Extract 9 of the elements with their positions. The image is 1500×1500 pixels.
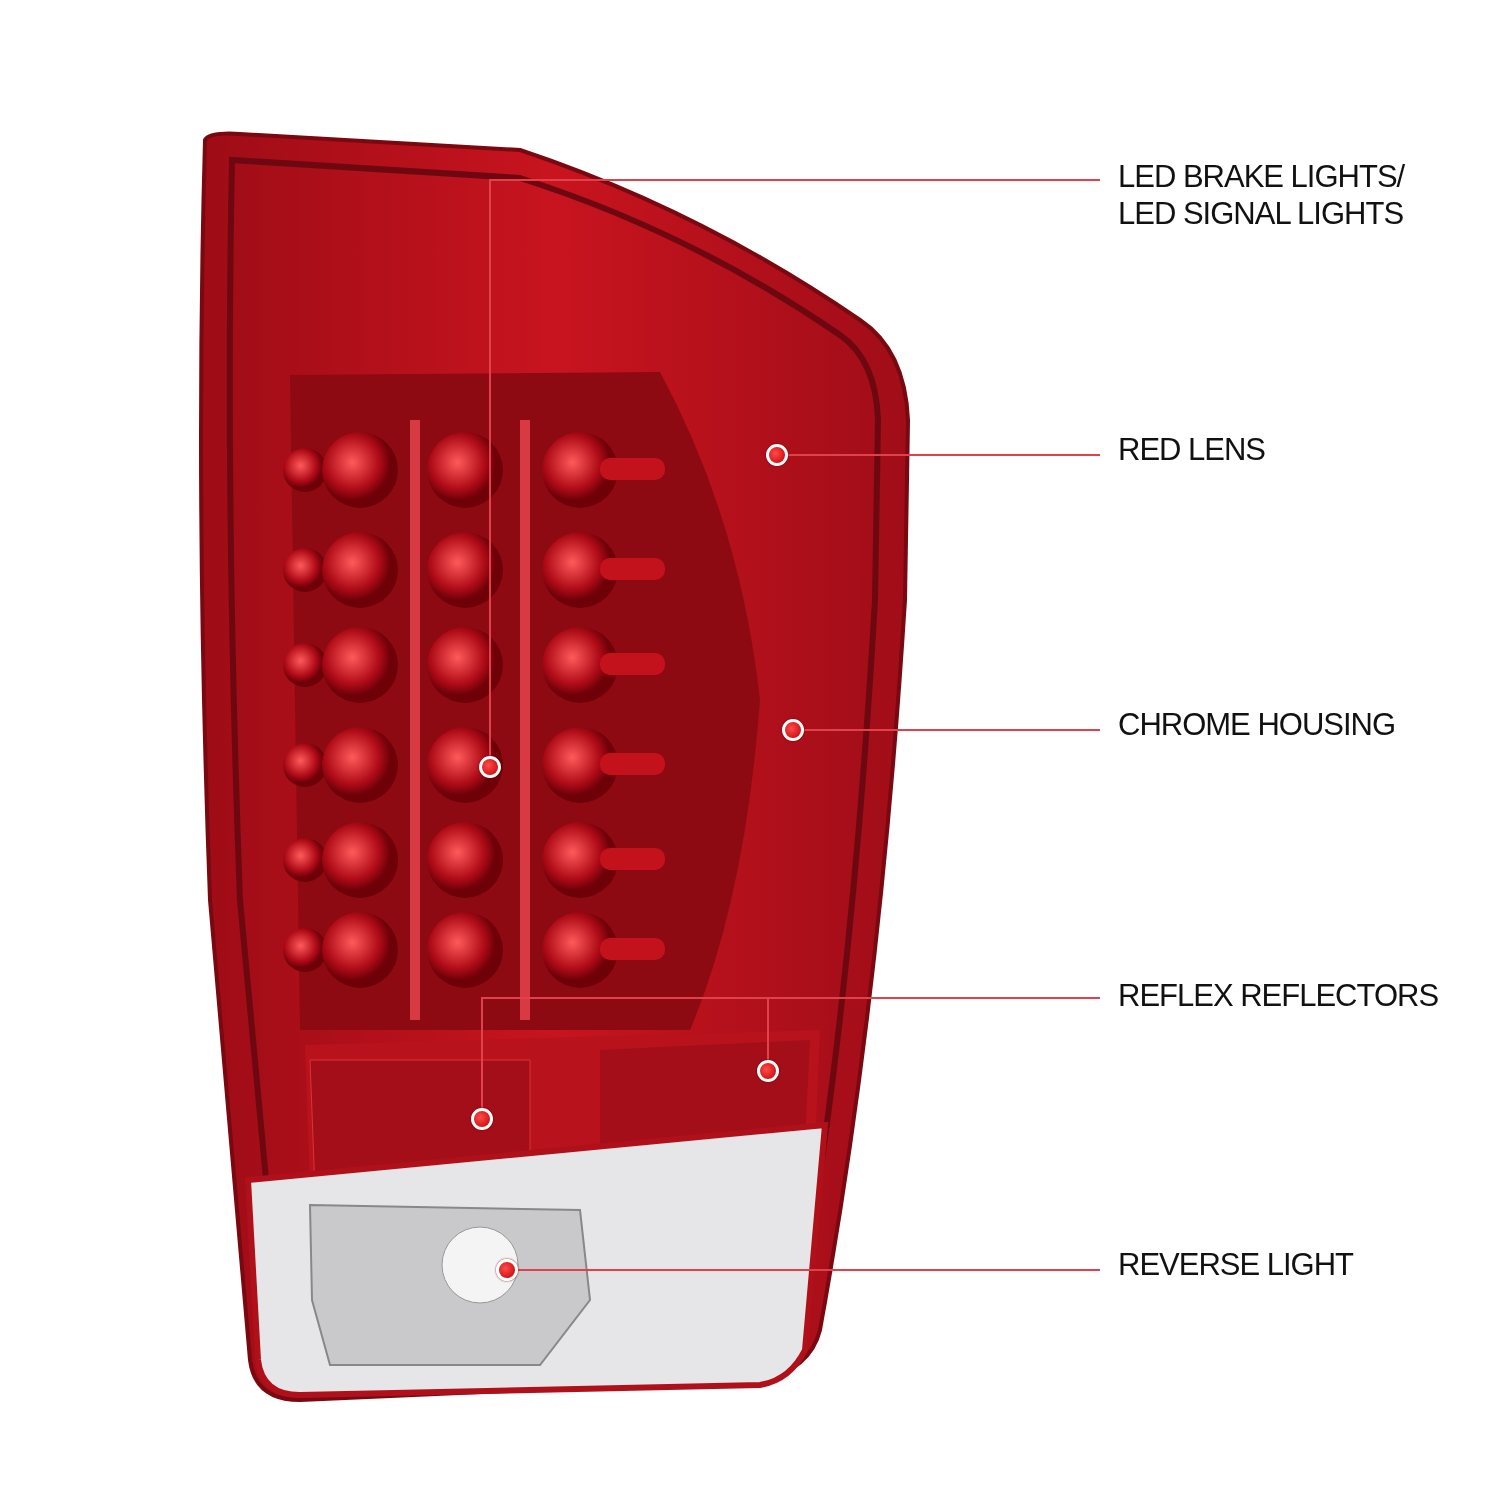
- callout-label: CHROME HOUSING: [1100, 706, 1460, 754]
- callout-label: LED BRAKE LIGHTS/ LED SIGNAL LIGHTS: [1100, 158, 1440, 233]
- leader-line: [787, 454, 1101, 456]
- callout-label: REVERSE LIGHT: [1100, 1246, 1430, 1294]
- callout-label: REFLEX REFLECTORS: [1100, 977, 1480, 1025]
- leader-line: [489, 179, 1101, 757]
- leader-line: [517, 1269, 1101, 1271]
- callout-label: RED LENS: [1100, 431, 1400, 479]
- leader-line: [803, 729, 1101, 731]
